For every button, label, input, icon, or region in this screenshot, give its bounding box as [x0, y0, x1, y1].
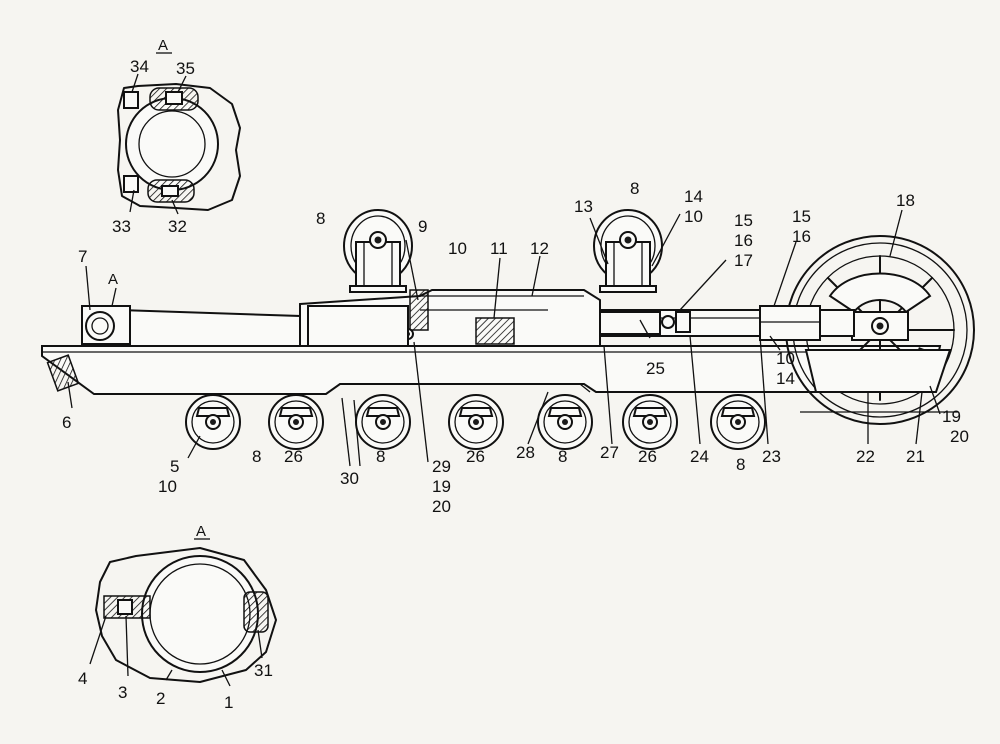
callout-5: 5 [170, 457, 179, 476]
callout-28: 28 [516, 443, 535, 462]
bracket-9 [409, 289, 429, 331]
callout-17: 17 [734, 251, 753, 270]
main-assembly [41, 209, 975, 450]
track-roller-2 [268, 394, 324, 450]
callout-10-right: 10 [776, 349, 795, 368]
callout-26-a: 26 [284, 447, 303, 466]
callout-15-right: 15 [792, 207, 811, 226]
callout-23: 23 [762, 447, 781, 466]
callout-21: 21 [906, 447, 925, 466]
callout-20-left: 20 [432, 497, 451, 516]
callout-15-mid: 15 [734, 211, 753, 230]
carrier-roller-right [593, 209, 663, 293]
track-roller-1 [185, 394, 241, 450]
callout-1: 1 [224, 693, 233, 712]
callout-9: 9 [418, 217, 427, 236]
callout-8-carrier-left: 8 [316, 209, 325, 228]
drive-arm [116, 308, 301, 347]
callout-3: 3 [118, 683, 127, 702]
callout-6: 6 [62, 413, 71, 432]
callout-24: 24 [690, 447, 709, 466]
callout-32: 32 [168, 217, 187, 236]
callout-7: 7 [78, 247, 87, 266]
track-roller-5 [537, 394, 593, 450]
bearing-housing-outline [117, 83, 241, 211]
callout-10-top: 10 [684, 207, 703, 226]
callout-33: 33 [112, 217, 131, 236]
track-roller-3 [355, 394, 411, 450]
shaft-bore [141, 555, 259, 673]
callout-29: 29 [432, 457, 451, 476]
wear-block-11 [475, 317, 515, 345]
right-seal-block [243, 591, 269, 633]
section-a-bottom-view: A 4 3 2 1 31 [78, 523, 277, 712]
callout-16-right: 16 [792, 227, 811, 246]
section-arrow-label: A [108, 271, 118, 288]
callout-2: 2 [156, 689, 165, 708]
shaft-bore [125, 97, 219, 191]
yoke-block [759, 305, 821, 341]
callout-8-roller5: 8 [558, 447, 567, 466]
callout-19-right: 19 [942, 407, 961, 426]
callout-14-right: 14 [776, 369, 795, 388]
track-roller-4 [448, 394, 504, 450]
callout-18: 18 [896, 191, 915, 210]
track-roller-6 [622, 394, 678, 450]
callout-31: 31 [254, 661, 273, 680]
leader-lines [67, 209, 941, 467]
callout-16-mid: 16 [734, 231, 753, 250]
callout-22: 22 [856, 447, 875, 466]
callout-11: 11 [490, 239, 508, 258]
callout-10-carrier-left: 10 [448, 239, 467, 258]
carrier-roller-left [343, 209, 413, 293]
callout-35: 35 [176, 59, 195, 78]
callout-14-top: 14 [684, 187, 703, 206]
callout-10-left: 10 [158, 477, 177, 496]
callout-25: 25 [646, 359, 665, 378]
callout-30: 30 [340, 469, 359, 488]
callout-26-c: 26 [638, 447, 657, 466]
callout-34: 34 [130, 57, 149, 76]
track-roller-7 [710, 394, 766, 450]
callout-4: 4 [78, 669, 87, 688]
callout-13: 13 [574, 197, 593, 216]
bearing-housing-outline [95, 547, 277, 683]
callout-20-right: 20 [950, 427, 969, 446]
callout-8-roller3: 8 [376, 447, 385, 466]
section-a-top-view: A 34 35 33 32 [112, 37, 241, 236]
callout-27: 27 [600, 443, 619, 462]
callout-12: 12 [530, 239, 549, 258]
section-label-top: A [158, 37, 168, 54]
callout-8-roller7: 8 [736, 455, 745, 474]
callout-26-b: 26 [466, 447, 485, 466]
callout-8-roller1: 8 [252, 447, 261, 466]
section-label-bottom: A [196, 523, 206, 540]
callout-8-carrier-right: 8 [630, 179, 639, 198]
callout-19-left: 19 [432, 477, 451, 496]
main-callouts: 7 A 6 5 10 8 26 30 8 29 19 20 26 28 8 27… [62, 179, 969, 516]
